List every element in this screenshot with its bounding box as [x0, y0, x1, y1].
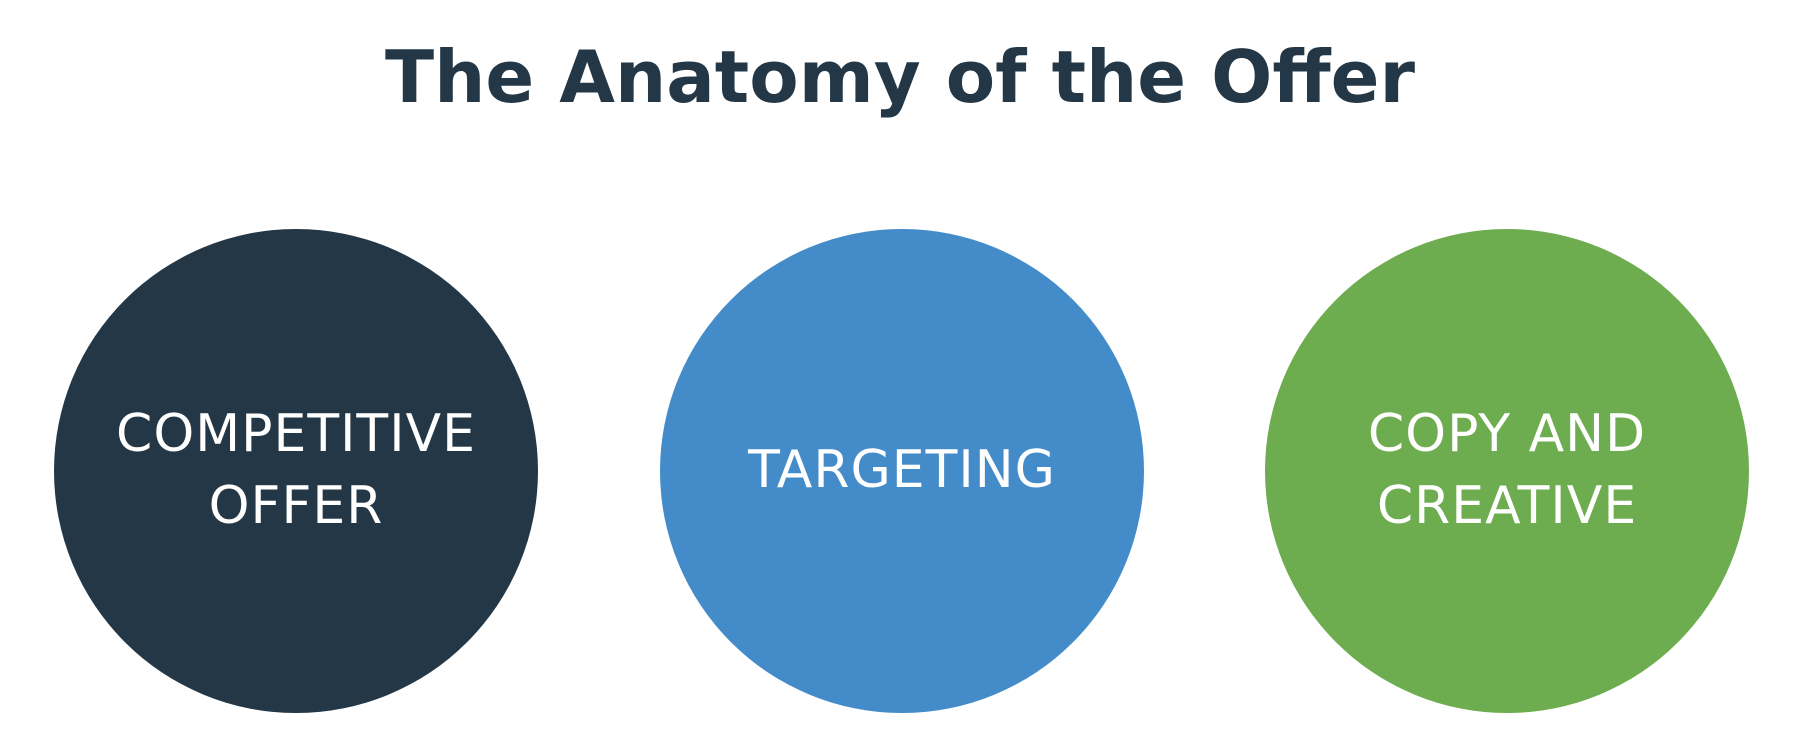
circle-label: COPY AND CREATIVE — [1367, 404, 1647, 536]
circle-label: COMPETITIVE OFFER — [116, 404, 476, 536]
circle-copy-and-creative: COPY AND CREATIVE — [1265, 229, 1749, 713]
circle-label: TARGETING — [748, 440, 1056, 501]
circle-competitive-offer: COMPETITIVE OFFER — [54, 229, 538, 713]
diagram-title: The Anatomy of the Offer — [384, 35, 1416, 119]
circle-targeting: TARGETING — [660, 229, 1144, 713]
